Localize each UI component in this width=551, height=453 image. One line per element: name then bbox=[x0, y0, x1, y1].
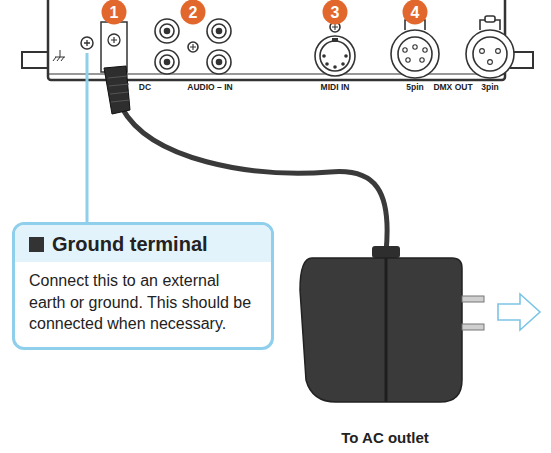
callout-number: 4 bbox=[403, 0, 428, 25]
callout-box: Ground terminalConnect this to an extern… bbox=[12, 222, 274, 350]
ac-adapter bbox=[300, 246, 484, 402]
port-label: DC bbox=[139, 82, 151, 92]
box-heading: Ground terminal bbox=[52, 233, 208, 256]
box-heading-row: Ground terminal bbox=[15, 225, 271, 262]
port-label: MIDI IN bbox=[321, 82, 350, 92]
caption-label: To AC outlet bbox=[341, 429, 428, 446]
port-label: DMX OUT bbox=[433, 82, 472, 92]
rca-jacks bbox=[155, 19, 231, 74]
mounting-flange bbox=[22, 52, 48, 68]
direction-arrow bbox=[498, 294, 540, 330]
port-label: 5pin bbox=[406, 82, 423, 92]
port-label: AUDIO – IN bbox=[187, 82, 232, 92]
port-label: 3pin bbox=[481, 82, 498, 92]
callout-number: 1 bbox=[102, 0, 127, 25]
dc-jack bbox=[101, 22, 127, 72]
callout-number: 2 bbox=[181, 0, 206, 25]
dmx-3pin-connector bbox=[466, 16, 514, 78]
dmx-5pin-connector bbox=[391, 16, 439, 78]
callout-number: 3 bbox=[323, 0, 348, 25]
leader-line bbox=[86, 53, 89, 224]
box-body: Connect this to an external earth or gro… bbox=[15, 262, 271, 347]
heading-square bbox=[29, 237, 44, 252]
midi-in-jack bbox=[315, 22, 355, 76]
dc-plug bbox=[104, 66, 130, 114]
